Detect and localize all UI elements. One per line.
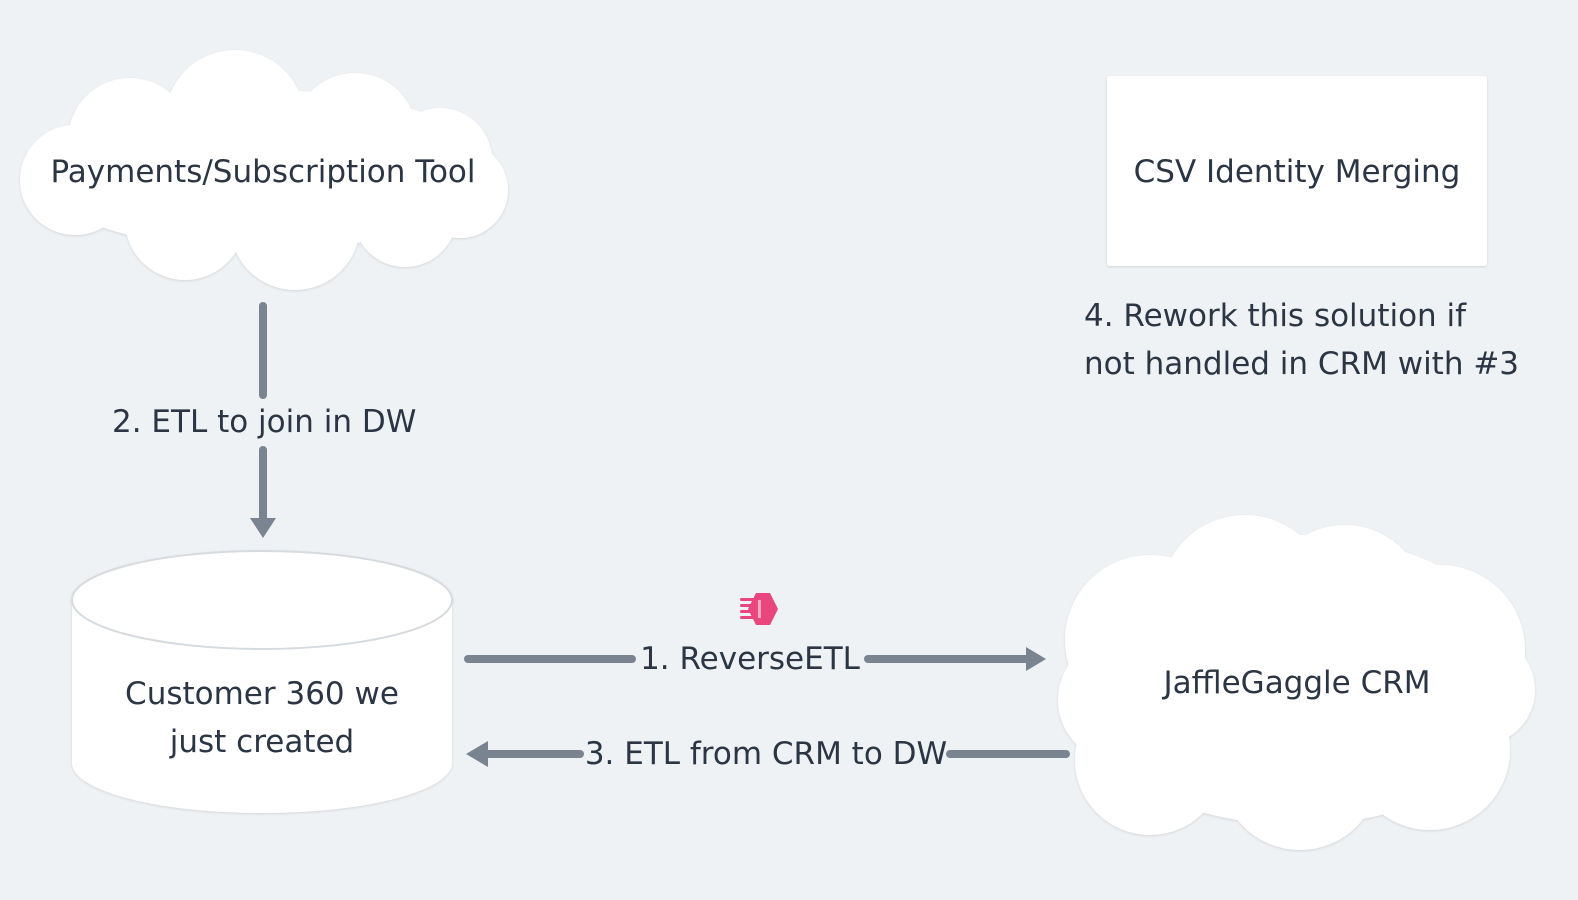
customer360-node-label: Customer 360 we just created (125, 676, 399, 760)
customer360-cylinder-shape[interactable] (71, 550, 453, 813)
reverse-etl-arrow[interactable] (464, 647, 1046, 671)
payments-cloud-shape[interactable] (20, 50, 508, 290)
etl-crm-arrow[interactable] (466, 741, 1070, 767)
etl-crm-edge-label: 3. ETL from CRM to DW (584, 736, 948, 772)
rework-note: 4. Rework this solution if not handled i… (1084, 298, 1520, 382)
etl-join-arrow[interactable] (250, 302, 276, 538)
hightouch-logo-icon (740, 593, 778, 625)
payments-node-label: Payments/Subscription Tool (50, 154, 476, 190)
csv-merging-node-label: CSV Identity Merging (1133, 154, 1461, 190)
reverse-etl-edge-label: 1. ReverseETL (640, 641, 860, 677)
etl-join-edge-label: 2. ETL to join in DW (112, 404, 417, 440)
csv-merging-box[interactable] (1107, 76, 1487, 266)
crm-cloud-shape[interactable] (1058, 515, 1535, 850)
crm-node-label: JaffleGaggle CRM (1163, 665, 1431, 701)
